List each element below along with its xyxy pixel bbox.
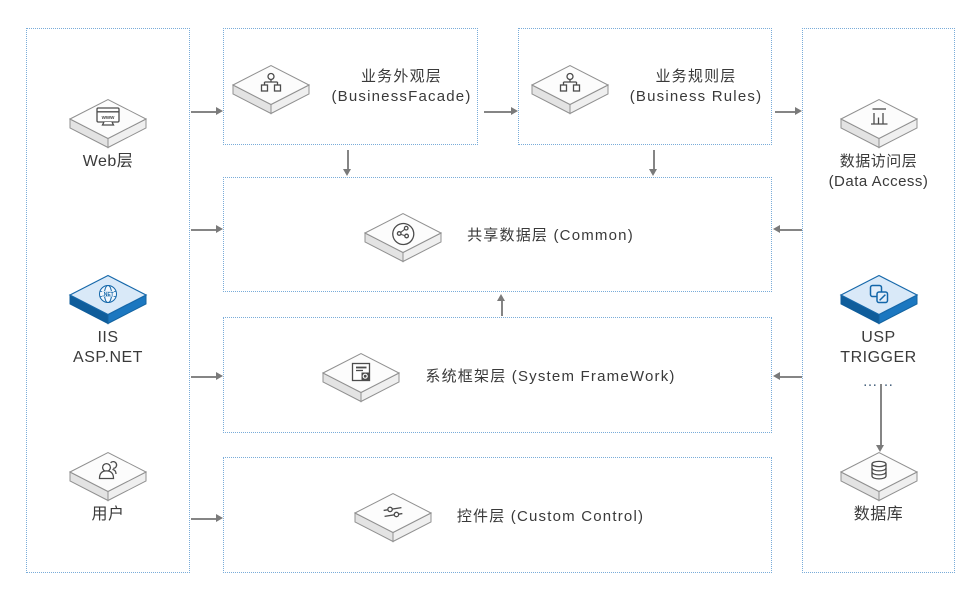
arrow-facade-to-common [344,150,350,176]
rules-layer-title-en: (Business Rules) [629,87,763,105]
data-access-label-cn: 数据访问层 [839,153,918,170]
framework-layer-label: 系统框架层 (System FrameWork) [425,367,676,385]
rules-layer-box: 业务规则层 (Business Rules) [518,28,772,145]
arrow-rules-to-data-access [775,108,802,114]
sliders-icon [353,492,432,543]
framework-layer-box: 系统框架层 (System FrameWork) [223,317,772,433]
form-document-icon [322,352,401,403]
arrow-web-to-facade [191,108,223,114]
user-node: 用户 [27,444,189,524]
facade-layer-title-en: (BusinessFacade) [331,87,472,105]
sitemap-icon [232,64,311,114]
arrow-usp-to-database [877,384,883,452]
database-cylinder-icon [839,451,918,502]
iis-node-label-line2: ASP.NET [73,349,143,366]
data-access-node: 数据访问层 (Data Access) [803,91,954,191]
browser-window-icon: www [68,98,148,149]
facade-layer-title: 业务外观层 (BusinessFacade) [331,67,471,107]
arrow-framework-to-common [498,294,504,316]
usp-node-label-line2: TRIGGER [840,349,917,366]
facade-layer-box: 业务外观层 (BusinessFacade) [223,28,478,145]
person-icon [68,451,148,502]
web-node: www Web层 [27,91,189,171]
svg-text:.NET: .NET [102,292,113,298]
control-layer-label: 控件层 (Custom Control) [456,507,645,525]
rules-layer-title: 业务规则层 (Business Rules) [630,67,763,107]
data-access-label-en: (Data Access) [828,173,929,190]
client-tier-panel: www Web层 .NET IIS ASP.NET [26,28,190,573]
facade-layer-title-cn: 业务外观层 [360,67,442,85]
arrow-rules-to-common [650,150,656,176]
data-tier-panel: 数据访问层 (Data Access) USP TRIGGER …… [802,28,955,573]
web-node-label: Web层 [82,153,134,170]
database-node: 数据库 [803,444,954,524]
dotnet-globe-icon: .NET [68,274,148,325]
rules-layer-title-cn: 业务规则层 [655,67,737,85]
arrow-client-to-common [191,226,223,232]
usp-node: USP TRIGGER …… [803,267,954,389]
iis-node: .NET IIS ASP.NET [27,267,189,367]
bar-chart-icon [839,98,918,149]
arrow-facade-to-rules [484,108,518,114]
arrow-data-tier-to-framework [773,373,802,379]
stored-procedure-icon [839,274,918,325]
control-layer-box: 控件层 (Custom Control) [223,457,772,573]
arrow-user-to-control [191,515,223,521]
user-node-label: 用户 [91,506,125,523]
usp-node-label-line1: USP [861,329,896,346]
common-layer-box: 共享数据层 (Common) [223,177,772,292]
sitemap-icon [530,64,609,114]
share-cloud-icon [363,212,443,262]
common-layer-label: 共享数据层 (Common) [467,227,634,244]
arrow-client-to-framework [191,373,223,379]
database-node-label: 数据库 [853,506,904,523]
iis-node-label-line1: IIS [97,329,119,346]
usp-node-ellipsis: …… [862,373,895,390]
svg-text:www: www [101,115,116,121]
arrow-data-tier-to-common [773,226,802,232]
